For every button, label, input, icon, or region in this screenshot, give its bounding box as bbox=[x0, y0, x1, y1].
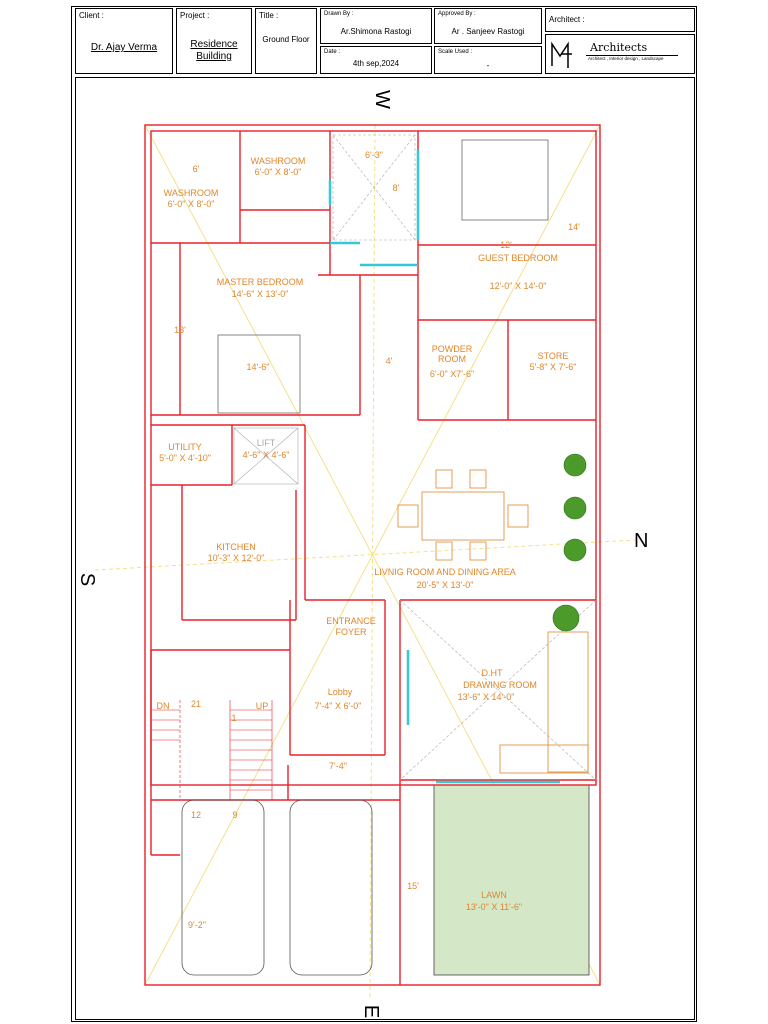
title-cell: Title : Ground Floor bbox=[255, 8, 317, 74]
shaft-markers bbox=[233, 134, 597, 781]
washroom1-name: WASHROOM bbox=[251, 156, 306, 166]
drawing-size: 13'-6" X 14'-0" bbox=[458, 692, 515, 702]
lift-name: LIFT bbox=[257, 438, 276, 448]
scale-label: Scale Used : bbox=[438, 49, 473, 55]
stair-up: UP bbox=[256, 701, 269, 711]
powder-name-1: POWDER bbox=[432, 344, 473, 354]
utility-size: 5'-0" X 4'-10" bbox=[159, 453, 211, 463]
lawn-name: LAWN bbox=[481, 890, 507, 900]
walls bbox=[144, 124, 601, 986]
sofa-icon bbox=[499, 631, 589, 774]
drawn-by-value: Ar.Shimona Rastogi bbox=[340, 27, 412, 36]
dim-9: 9 bbox=[232, 810, 237, 820]
client-label: Client : bbox=[79, 11, 104, 20]
architect-label: Architect : bbox=[549, 15, 585, 24]
approved-by-value: Ar . Sanjeev Rastogi bbox=[451, 27, 525, 36]
washroom2-name: WASHROOM bbox=[164, 188, 219, 198]
utility-name: UTILITY bbox=[168, 442, 202, 452]
project-value-2: Building bbox=[196, 51, 232, 62]
architect-cell: Architect : bbox=[545, 8, 695, 32]
firm-cell: Architects Architect , Interior design ,… bbox=[545, 34, 695, 74]
drawn-by-cell: Drawn By : Ar.Shimona Rastogi bbox=[320, 8, 432, 44]
stair-21: 21 bbox=[191, 699, 201, 709]
dim-12ft: 12' bbox=[500, 240, 512, 250]
car-icons bbox=[181, 799, 373, 976]
kitchen-name: KITCHEN bbox=[216, 542, 256, 552]
plant-icons bbox=[552, 453, 587, 632]
washroom1-size: 6'-0" X 8'-0" bbox=[255, 167, 302, 177]
powder-name-2: ROOM bbox=[438, 354, 466, 364]
title-label: Title : bbox=[259, 11, 279, 20]
lawn-area bbox=[433, 784, 590, 976]
dimension-labels: 6' 6'-3" 8' 12' 14' 13' 14'-6" 4' 7'-4" … bbox=[157, 150, 581, 930]
approved-by-label: Approved By : bbox=[438, 11, 476, 17]
guest-name: GUEST BEDROOM bbox=[478, 253, 558, 263]
dim-14ft: 14' bbox=[568, 222, 580, 232]
foyer-name-1: ENTRANCE bbox=[326, 616, 376, 626]
project-value-1: Residence bbox=[190, 39, 238, 50]
firm-name: Architects bbox=[590, 41, 648, 54]
master-size: 14'-6" X 13'-0" bbox=[232, 289, 289, 299]
lobby-name: Lobby bbox=[328, 687, 353, 697]
firm-tagline: Architect , Interior design , Landscape bbox=[588, 56, 664, 61]
date-value: 4th sep,2024 bbox=[352, 59, 400, 68]
dim-8ft: 8' bbox=[393, 183, 400, 193]
master-name: MASTER BEDROOM bbox=[217, 277, 304, 287]
plan-border bbox=[75, 77, 695, 1020]
firm-underline bbox=[586, 55, 678, 56]
foyer-name-2: FOYER bbox=[335, 627, 367, 637]
title-value: Ground Floor bbox=[262, 35, 310, 44]
project-cell: Project : Residence Building bbox=[176, 8, 252, 74]
dim-7-4: 7'-4" bbox=[329, 761, 347, 771]
powder-size: 6'-0" X7'-6" bbox=[430, 369, 474, 379]
client-value: Dr. Ajay Verma bbox=[90, 42, 158, 53]
drawing-name-2: DRAWING ROOM bbox=[463, 680, 537, 690]
date-cell: Date : 4th sep,2024 bbox=[320, 46, 432, 74]
living-name: LIVNIG ROOM AND DINING AREA bbox=[374, 567, 516, 577]
washroom2-size: 6'-0" X 8'-0" bbox=[168, 199, 215, 209]
windows bbox=[328, 150, 560, 784]
stair-1: 1 bbox=[231, 713, 236, 723]
bed-icons bbox=[217, 139, 549, 414]
dim-4ft: 4' bbox=[386, 356, 393, 366]
stair-dn: DN bbox=[157, 701, 170, 711]
dining-table-icon bbox=[397, 469, 529, 561]
sheet-border bbox=[71, 6, 697, 1022]
approved-by-cell: Approved By : Ar . Sanjeev Rastogi bbox=[434, 8, 542, 44]
living-size: 20'-5" X 13'-0" bbox=[417, 580, 474, 590]
lobby-size: 7'-4" X 6'-0" bbox=[315, 701, 362, 711]
drawn-by-label: Drawn By : bbox=[324, 11, 354, 17]
scale-cell: Scale Used : - bbox=[434, 46, 542, 74]
dim-13ft: 13' bbox=[174, 325, 186, 335]
dim-6-3: 6'-3" bbox=[365, 150, 383, 160]
guest-size: 12'-0" X 14'-0" bbox=[490, 281, 547, 291]
lawn-size: 13'-0" X 11'-6" bbox=[466, 902, 522, 912]
dim-6ft: 6' bbox=[193, 164, 200, 174]
drawing-name-1: D.HT bbox=[482, 668, 503, 678]
dim-15ft: 15' bbox=[407, 881, 419, 891]
kitchen-size: 10'-3" X 12'-0" bbox=[208, 553, 265, 563]
room-labels: WASHROOM 6'-0" X 8'-0" WASHROOM 6'-0" X … bbox=[159, 156, 576, 912]
staircase bbox=[152, 700, 273, 800]
dim-9-2: 9'-2" bbox=[188, 920, 206, 930]
firm-logo-icon bbox=[551, 41, 572, 68]
lift-size: 4'-6" X 4'-6" bbox=[243, 450, 290, 460]
store-size: 5'-8" X 7'-6" bbox=[530, 362, 577, 372]
client-cell: Client : Dr. Ajay Verma bbox=[75, 8, 173, 74]
store-name: STORE bbox=[538, 351, 569, 361]
dim-14-6: 14'-6" bbox=[247, 362, 270, 372]
dim-12: 12 bbox=[191, 810, 201, 820]
date-label: Date : bbox=[324, 49, 341, 55]
project-label: Project : bbox=[180, 11, 210, 20]
scale-value: - bbox=[486, 61, 490, 70]
compass-north: N bbox=[634, 530, 649, 552]
